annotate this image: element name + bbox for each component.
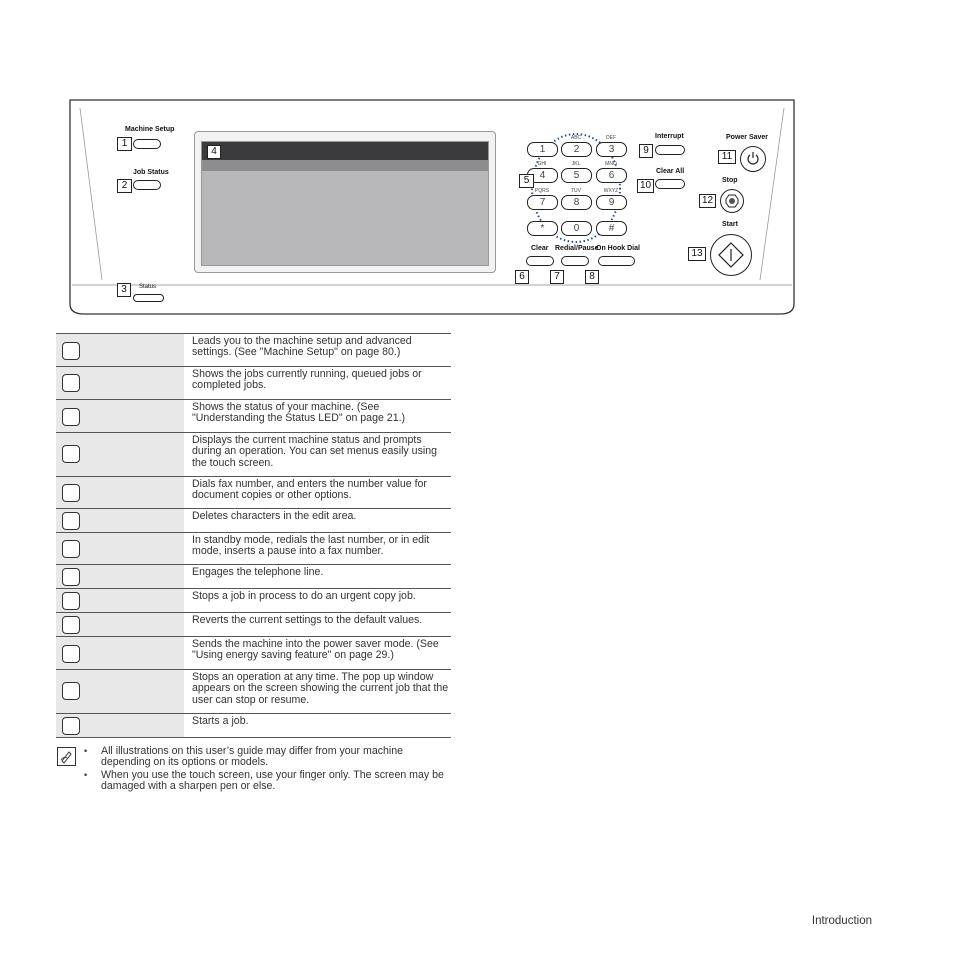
key-0[interactable]: 0 <box>561 221 592 236</box>
power-saver-label: Power Saver <box>726 134 769 141</box>
table-row: Sends the machine into the power saver m… <box>56 636 451 670</box>
callout-icon <box>62 374 80 392</box>
footer-section-name: Introduction <box>811 915 872 927</box>
stop-icon <box>725 194 739 208</box>
redial-pause-button[interactable] <box>561 256 589 266</box>
start-label: Start <box>722 221 738 228</box>
table-row: Leads you to the machine setup and advan… <box>56 333 451 367</box>
clear-all-button[interactable] <box>655 179 685 189</box>
status-led <box>133 294 164 302</box>
callout-icon <box>62 540 80 558</box>
table-row: Deletes characters in the edit area. <box>56 508 451 533</box>
redial-pause-label: Redial/Pause <box>555 245 599 252</box>
callout-icon <box>62 342 80 360</box>
table-row: Engages the telephone line. <box>56 564 451 589</box>
callout-icon <box>62 512 80 530</box>
key-5[interactable]: 5 <box>561 168 592 183</box>
start-button[interactable] <box>710 234 752 276</box>
callout-4: 4 <box>207 145 221 159</box>
clear-label: Clear <box>531 245 549 252</box>
table-row: Displays the current machine status and … <box>56 432 451 477</box>
table-row: Reverts the current settings to the defa… <box>56 612 451 637</box>
callout-7: 7 <box>550 270 564 284</box>
note-icon <box>57 747 76 766</box>
key-8[interactable]: 8 <box>561 195 592 210</box>
note-list: All illustrations on this user’s guide m… <box>84 745 454 794</box>
stop-label: Stop <box>722 177 738 184</box>
callout-10: 10 <box>637 179 654 193</box>
clear-all-label: Clear All <box>656 168 685 175</box>
callout-9: 9 <box>639 144 653 158</box>
callout-icon <box>62 484 80 502</box>
screen-display <box>201 141 489 266</box>
callout-3: 3 <box>117 283 131 297</box>
on-hook-dial-label: On Hook Dial <box>596 245 640 252</box>
clear-button[interactable] <box>526 256 554 266</box>
key-hash[interactable]: # <box>596 221 627 236</box>
key-3[interactable]: 3 <box>596 142 627 157</box>
callout-13: 13 <box>688 247 706 261</box>
callout-icon <box>62 408 80 426</box>
key-2[interactable]: 2 <box>561 142 592 157</box>
stop-button[interactable] <box>720 189 744 213</box>
table-row: Stops a job in process to do an urgent c… <box>56 588 451 613</box>
table-row: Starts a job. <box>56 713 451 738</box>
callout-icon <box>62 645 80 663</box>
key-1[interactable]: 1 <box>527 142 558 157</box>
table-row: In standby mode, redials the last number… <box>56 532 451 565</box>
callout-11: 11 <box>718 150 736 164</box>
feature-table: Leads you to the machine setup and advan… <box>56 333 451 738</box>
table-row: Shows the jobs currently running, queued… <box>56 366 451 400</box>
callout-icon <box>62 568 80 586</box>
on-hook-dial-button[interactable] <box>598 256 635 266</box>
table-row: Shows the status of your machine. (See "… <box>56 399 451 433</box>
table-row: Dials fax number, and enters the number … <box>56 476 451 509</box>
callout-2: 2 <box>117 179 132 193</box>
callout-12: 12 <box>699 194 716 208</box>
control-panel-diagram: Machine Setup 1 Job Status 2 Status 3 4 … <box>0 0 954 330</box>
machine-setup-button[interactable] <box>133 139 161 149</box>
callout-6: 6 <box>515 270 529 284</box>
power-saver-button[interactable] <box>740 146 766 172</box>
note-item: All illustrations on this user’s guide m… <box>84 745 454 769</box>
callout-icon <box>62 616 80 634</box>
callout-5: 5 <box>519 174 534 188</box>
key-7[interactable]: 7 <box>527 195 558 210</box>
callout-icon <box>62 682 80 700</box>
callout-icon <box>62 445 80 463</box>
key-9[interactable]: 9 <box>596 195 627 210</box>
job-status-label: Job Status <box>133 169 169 176</box>
interrupt-label: Interrupt <box>655 133 684 140</box>
start-icon <box>718 242 744 268</box>
callout-1: 1 <box>117 137 132 151</box>
key-star[interactable]: * <box>527 221 558 236</box>
callout-icon <box>62 592 80 610</box>
note-item: When you use the touch screen, use your … <box>84 769 454 793</box>
table-row: Stops an operation at any time. The pop … <box>56 669 451 714</box>
power-icon <box>747 152 759 165</box>
key-6[interactable]: 6 <box>596 168 627 183</box>
interrupt-button[interactable] <box>655 145 685 155</box>
callout-8: 8 <box>585 270 599 284</box>
status-label: Status <box>139 284 157 290</box>
machine-setup-label: Machine Setup <box>125 126 175 133</box>
callout-icon <box>62 717 80 735</box>
job-status-button[interactable] <box>133 180 161 190</box>
touch-screen[interactable] <box>194 131 496 273</box>
